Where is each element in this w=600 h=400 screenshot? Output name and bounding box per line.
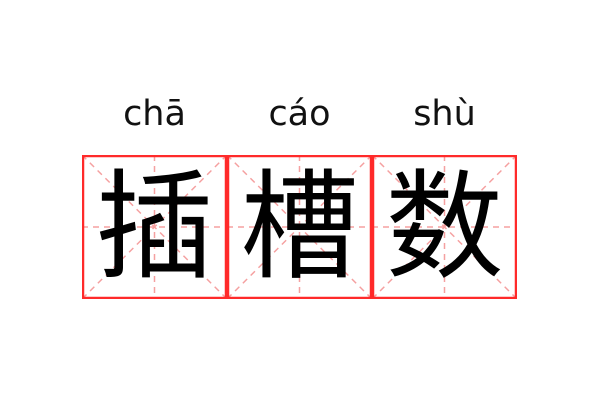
guide-lines	[82, 155, 227, 299]
character-grid: 插 槽 数	[82, 155, 518, 299]
grid-cell-3: 数	[372, 155, 517, 299]
hanzi-character: 插	[95, 158, 214, 296]
guide-lines	[372, 155, 517, 299]
grid-cell-2: 槽	[227, 155, 372, 299]
grid-cell-1: 插	[82, 155, 227, 299]
guide-lines	[227, 155, 372, 299]
hanzi-character: 数	[385, 158, 504, 296]
hanzi-character: 槽	[240, 158, 359, 296]
pinyin-1: chā	[123, 94, 186, 134]
pinyin-2: cáo	[268, 94, 331, 134]
pinyin-3: shù	[413, 94, 476, 134]
